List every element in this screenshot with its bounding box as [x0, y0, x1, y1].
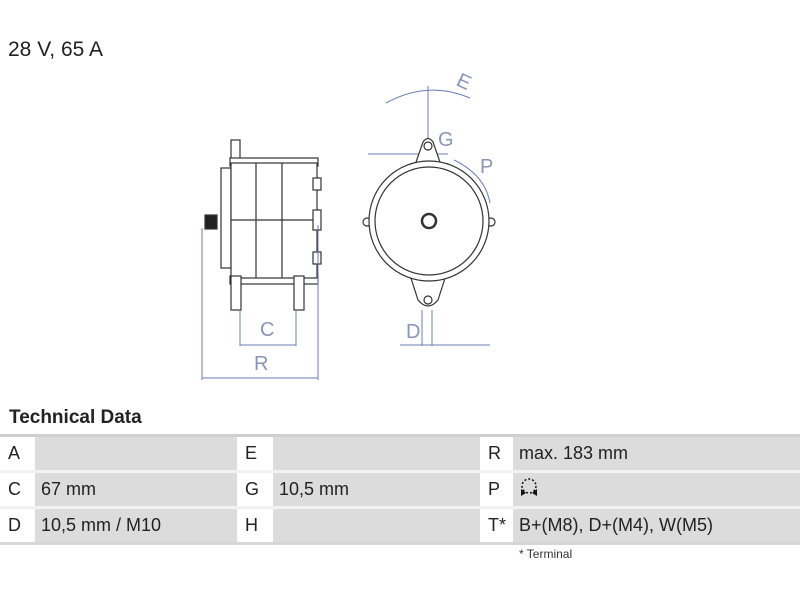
spec-key: E — [237, 434, 273, 473]
spec-key: A — [0, 434, 35, 473]
spec-key: R — [480, 434, 513, 473]
table-row: D 10,5 mm / M10 H T* B+(M8), D+(M4), W(M… — [0, 506, 800, 545]
spec-value: 10,5 mm — [273, 470, 480, 509]
spec-value — [35, 434, 237, 473]
spec-value: B+(M8), D+(M4), W(M5) — [513, 506, 800, 545]
label-d: D — [406, 321, 420, 343]
technical-data-table: A E R max. 183 mm C 67 mm G 10,5 mm P D … — [0, 434, 800, 545]
spec-key: D — [0, 506, 35, 545]
technical-drawing: C R E G P D — [201, 69, 496, 380]
label-g: G — [438, 129, 454, 151]
spec-value — [513, 470, 800, 509]
spec-key: H — [237, 506, 273, 545]
spec-key: P — [480, 470, 513, 509]
table-row: C 67 mm G 10,5 mm P — [0, 470, 800, 509]
spec-key: T* — [480, 506, 513, 545]
spec-value: 10,5 mm / M10 — [35, 506, 237, 545]
product-title: 28 V, 65 A — [8, 38, 103, 61]
label-p: P — [480, 156, 493, 178]
spec-key: C — [0, 470, 35, 509]
spec-value — [273, 434, 480, 473]
spec-value — [273, 506, 480, 545]
rotation-both-directions-icon — [521, 478, 537, 496]
table-row: A E R max. 183 mm — [0, 434, 800, 473]
spec-value: 67 mm — [35, 470, 237, 509]
technical-data-heading: Technical Data — [9, 407, 142, 428]
spec-value: max. 183 mm — [513, 434, 800, 473]
label-c: C — [260, 319, 274, 341]
terminal-footnote: * Terminal — [519, 547, 573, 561]
label-r: R — [254, 353, 268, 375]
spec-key: G — [237, 470, 273, 509]
label-e: E — [453, 69, 474, 95]
side-view — [204, 139, 322, 311]
front-view — [362, 137, 496, 307]
